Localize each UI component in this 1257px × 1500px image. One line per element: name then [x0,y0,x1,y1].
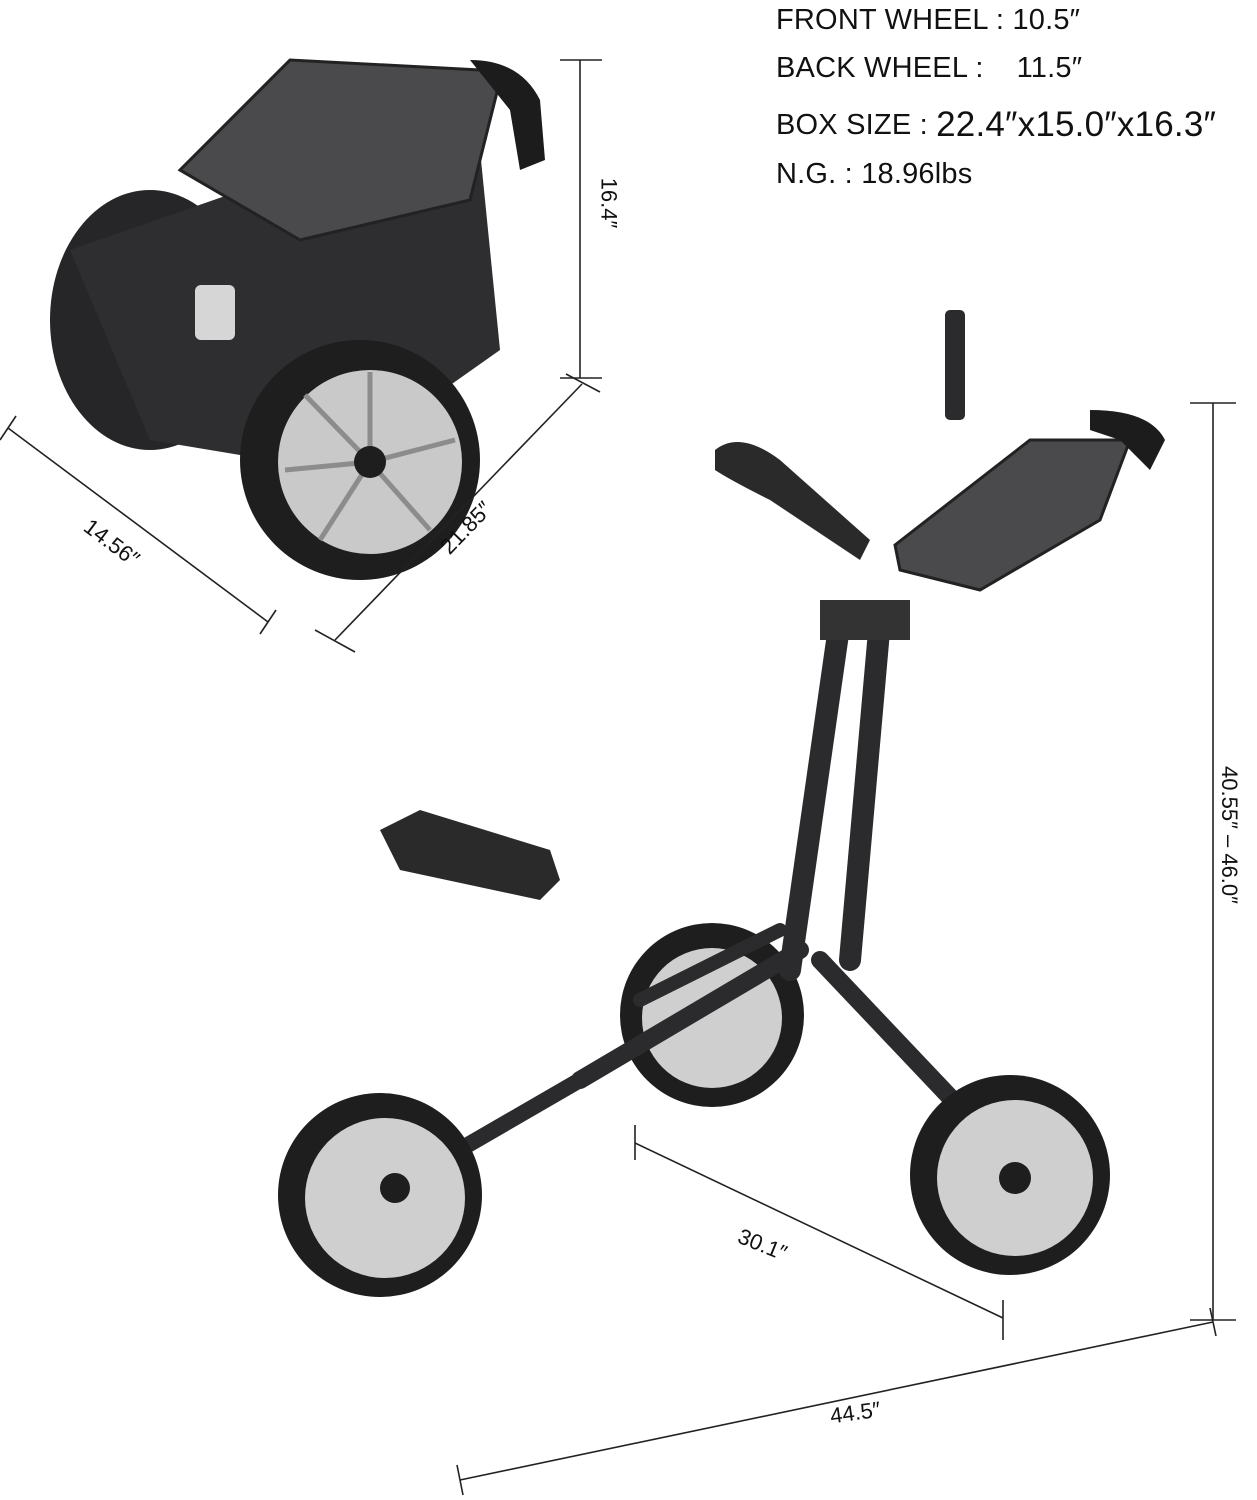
spec-net-weight: N.G. : 18.96lbs [776,158,972,191]
spec-value: 18.96lbs [861,158,973,190]
unfolded-cart-image [278,310,1165,1297]
spec-front-wheel: FRONT WHEEL : 10.5″ [776,4,1080,37]
spec-back-wheel: BACK WHEEL : 11.5″ [776,52,1082,85]
dimension-line-folded-height [560,59,602,379]
spec-label: N.G. : [776,158,862,190]
spec-label: FRONT WHEEL : [776,4,1013,36]
dimension-line-unfolded-length [456,1307,1217,1496]
folded-cart-image [50,58,545,580]
dimension-line-wheelbase [634,1125,1004,1340]
spec-label: BOX SIZE : [776,109,937,141]
folded-height-label: 16.4″ [596,177,622,229]
spec-value: 10.5″ [1012,4,1081,36]
dimension-line-folded-width [0,415,277,635]
unfolded-height-label: 40.55″ – 46.0″ [1216,766,1242,904]
spec-value: 11.5″ [1016,52,1083,84]
spec-value: 22.4″x15.0″x16.3″ [936,105,1217,144]
spec-label: BACK WHEEL : [776,52,1017,84]
spec-box-size: BOX SIZE : 22.4″x15.0″x16.3″ [776,103,1217,144]
dimension-line-folded-length [314,373,601,653]
